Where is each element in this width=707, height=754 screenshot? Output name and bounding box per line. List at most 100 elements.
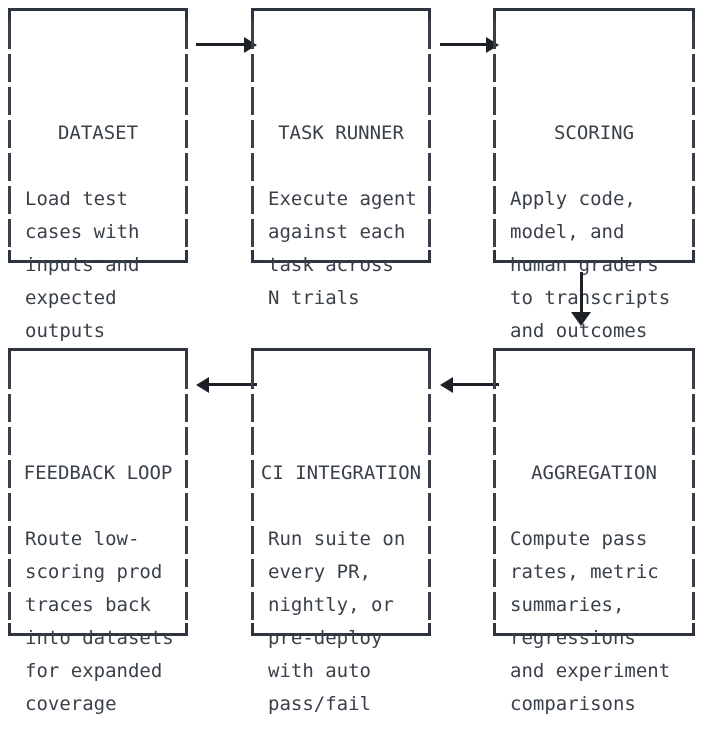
node-scoring[interactable]: SCORING Apply code, model, and human gra… [493,8,695,342]
row-right-bar [692,361,695,389]
node-heading-row: SCORING [493,18,695,144]
node-body-line: cases with [25,221,140,243]
box-top-rail [11,8,185,11]
row-left-bar [493,186,496,214]
node-body-row: nightly, or [251,490,431,616]
box-corner-bottom-right [428,250,431,263]
box-bottom-rail [496,260,692,263]
box-corner-bottom-left [493,623,496,636]
node-dataset[interactable]: DATASET Load test cases with inputs and [8,8,188,342]
row-left-bar [8,394,11,422]
node-body-row: expected [8,183,188,309]
node-rows: TASK RUNNER Execute agent against each t… [251,18,431,309]
row-right-bar [185,21,188,49]
node-body-line: Apply code, [510,188,636,210]
node-body-row: rates, metric [493,457,695,583]
node-body-row: Load test [8,84,188,210]
node-aggregation[interactable]: AGGREGATION Compute pass rates, metric s… [493,348,695,715]
node-body-row: every PR, [251,457,431,583]
node-heading: DATASET [57,122,139,144]
row-left-bar [8,427,11,455]
row-left-bar [493,54,496,82]
pipeline-diagram: DATASET Load test cases with inputs and [8,8,695,715]
row-left-bar [493,526,496,554]
row-left-bar [8,120,11,148]
node-spacer-row [251,51,431,84]
box-corner-bottom-left [8,623,11,636]
box-bottom-rail [11,633,185,636]
box-bottom-rail [254,633,428,636]
node-body-row: pre-deploy [251,523,431,649]
node-body-line: Compute pass [510,528,648,550]
node-task-runner[interactable]: TASK RUNNER Execute agent against each t… [251,8,431,309]
node-ci-integration[interactable]: CI INTEGRATION Run suite on every PR, ni… [251,348,431,715]
row-left-bar [8,361,11,389]
edge-dataset-to-task-runner [196,36,258,54]
box-corner-bottom-left [251,250,254,263]
node-body-row: with auto [251,556,431,682]
box-top-rail [496,8,692,11]
arrow-shaft [440,43,488,46]
row-right-bar [428,120,431,148]
row-right-bar [692,394,695,422]
row-left-bar [251,87,254,115]
node-body-line: model, and [510,221,625,243]
node-body-row: Execute agent [251,84,431,210]
node-heading-row: TASK RUNNER [251,18,431,144]
node-body-line: every PR, [268,561,371,583]
node-body-row: comparisons [493,589,695,715]
node-body-line: comparisons [510,693,636,715]
edge-ci-integration-to-feedback-loop [196,376,258,394]
box-top-rail [11,348,185,351]
node-heading-row: FEEDBACK LOOP [8,358,188,484]
row-right-bar [428,186,431,214]
row-right-bar [185,460,188,488]
edge-scoring-to-aggregation [571,272,591,332]
row-left-bar [8,21,11,49]
row-left-bar [493,361,496,389]
node-body-line: human graders [510,254,659,276]
node-body-row: to transcripts [493,183,695,309]
node-heading: AGGREGATION [531,462,657,484]
row-left-bar [251,460,254,488]
node-body-row [251,216,431,249]
node-heading-row: AGGREGATION [493,358,695,484]
row-left-bar [8,186,11,214]
row-right-bar [185,120,188,148]
box-corner-top-left [8,8,11,21]
node-body-line: Load test [25,188,128,210]
row-right-bar [692,427,695,455]
node-body-row: task across [251,150,431,276]
arrow-head-down-icon [571,312,591,326]
box-corner-bottom-left [493,250,496,263]
row-left-bar [251,592,254,620]
arrow-head-left-icon [196,377,209,393]
node-rows: DATASET Load test cases with inputs and [8,18,188,342]
node-body-row: and experiment [493,556,695,682]
node-body-row: Apply code, [493,84,695,210]
box-top-rail [254,348,428,351]
node-heading: CI INTEGRATION [260,462,422,484]
node-body-line: scoring prod [25,561,163,583]
node-spacer-row [493,51,695,84]
node-body-row: for expanded [8,556,188,682]
row-left-bar [8,153,11,181]
row-right-bar [185,427,188,455]
node-feedback-loop[interactable]: FEEDBACK LOOP Route low- scoring prod tr… [8,348,188,715]
box-top-rail [254,8,428,11]
node-heading: FEEDBACK LOOP [23,462,173,484]
box-corner-top-right [185,348,188,361]
row-left-bar [251,153,254,181]
box-corner-top-left [8,348,11,361]
node-body-row: Run suite on [251,424,431,550]
row-right-bar [692,54,695,82]
row-left-bar [251,186,254,214]
row-left-bar [8,526,11,554]
node-body-row: inputs and [8,150,188,276]
row-right-bar [185,493,188,521]
node-body-row: Compute pass [493,424,695,550]
node-body-row: regressions [493,523,695,649]
node-body-line: rates, metric [510,561,659,583]
node-body-row: Route low- [8,424,188,550]
box-bottom-rail [496,633,692,636]
